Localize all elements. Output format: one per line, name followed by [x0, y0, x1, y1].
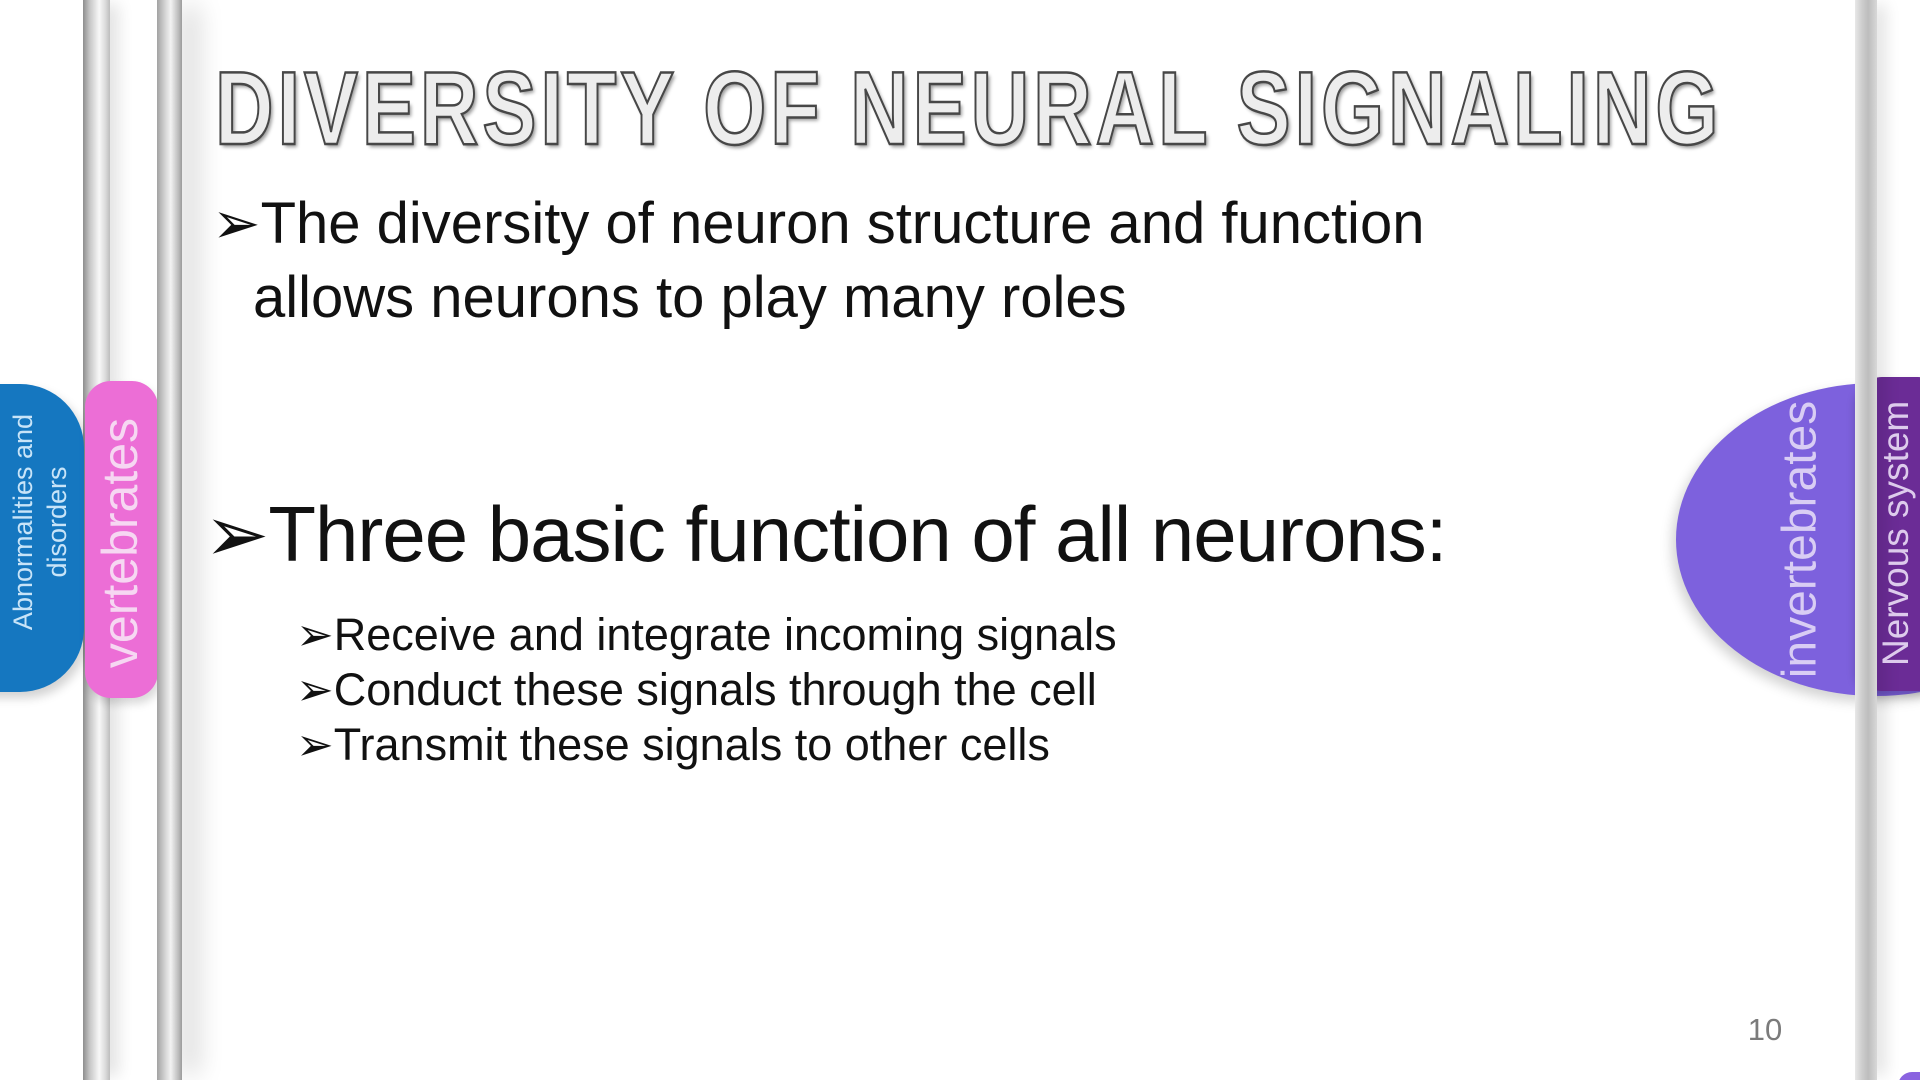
bullet-three-functions: ➢Three basic function of all neurons: [204, 486, 1447, 583]
arrow-bullet-icon: ➢ [212, 189, 261, 257]
page-number: 10 [1747, 1012, 1783, 1047]
arrow-bullet-icon: ➢ [204, 490, 269, 580]
arrow-bullet-icon: ➢ [296, 718, 334, 771]
bullet-text: Conduct these signals through the cell [333, 664, 1097, 715]
corner-tab-peek [1898, 1072, 1920, 1080]
tab-vertebrates[interactable] [85, 381, 158, 698]
sub-bullet-transmit: ➢Transmit these signals to other cells [296, 717, 1117, 772]
bullet-line: ➢The diversity of neuron structure and f… [212, 186, 1424, 261]
sub-bullet-conduct: ➢Conduct these signals through the cell [296, 662, 1117, 717]
tab-abnormalities-disorders[interactable] [0, 384, 84, 692]
bullet-text: Three basic function of all neurons: [268, 490, 1447, 578]
arrow-bullet-icon: ➢ [296, 608, 334, 661]
right-rod [1855, 0, 1877, 1080]
bullet-text: Receive and integrate incoming signals [333, 609, 1117, 660]
bullet-line-continuation: allows neurons to play many roles [253, 265, 1127, 330]
slide-title: DIVERSITY OF NEURAL SIGNALING [214, 50, 1723, 168]
bullet-text: The diversity of neuron structure and fu… [260, 191, 1425, 256]
sub-bullet-list: ➢Receive and integrate incoming signals … [296, 607, 1117, 772]
bullet-text: Transmit these signals to other cells [333, 719, 1050, 770]
left-rod-inner [157, 0, 182, 1080]
bullet-diversity: ➢The diversity of neuron structure and f… [212, 186, 1424, 335]
sub-bullet-receive: ➢Receive and integrate incoming signals [296, 607, 1117, 662]
arrow-bullet-icon: ➢ [296, 663, 334, 716]
